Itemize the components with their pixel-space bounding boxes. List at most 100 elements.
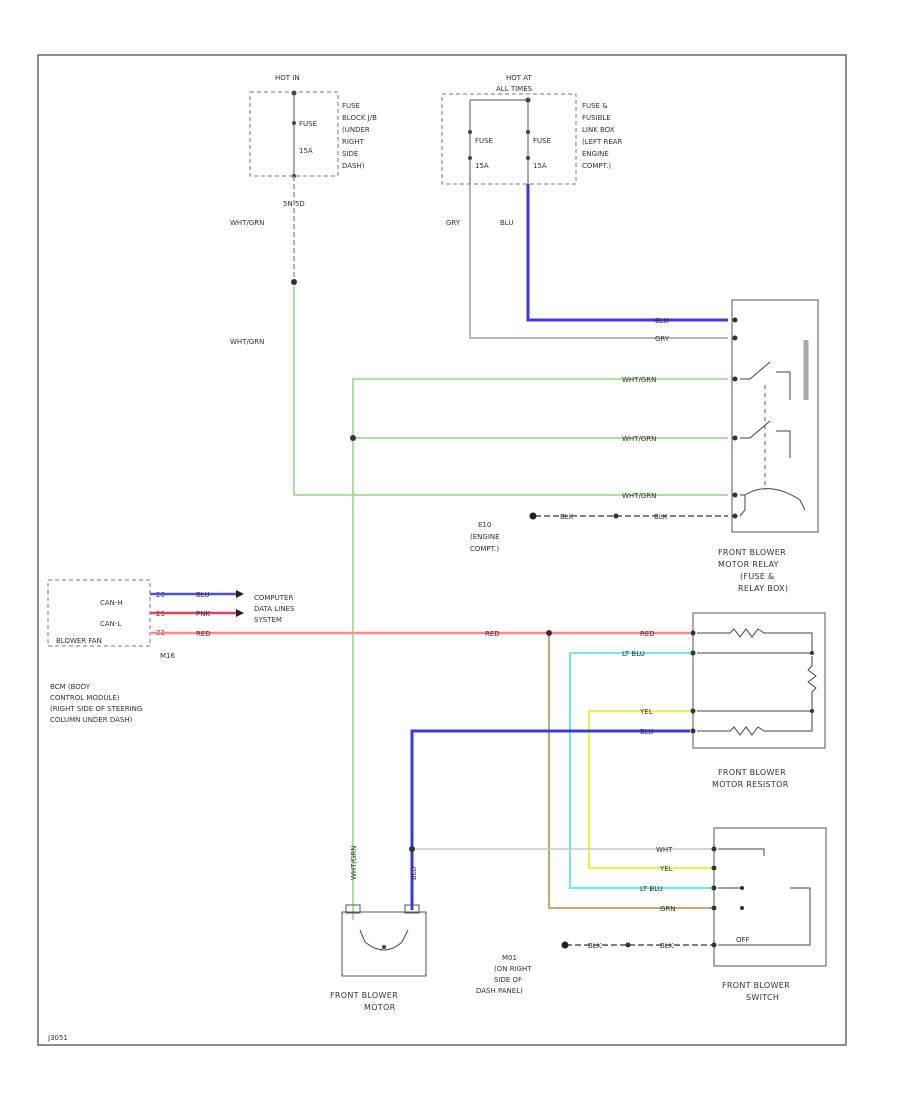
ground-m01-label-4: DASH PANEL) — [476, 987, 523, 995]
fuse-right-location-1: FUSE & — [582, 102, 608, 110]
fuse-left-top-dot — [291, 90, 297, 96]
fuse-left-label: FUSE — [299, 120, 317, 128]
wire-lt-blu — [569, 652, 712, 889]
fuse-block-right-outline — [441, 93, 577, 185]
switch-caption-2: SWITCH — [746, 993, 779, 1002]
bcm-pin-blower: BLOWER FAN — [56, 637, 102, 645]
splice-wht-grn-mid — [350, 435, 356, 441]
wire-grn-label-switch: GRN — [660, 905, 676, 913]
fuse-left-location-6: DASH) — [342, 162, 365, 170]
bcm-caption-1: BCM (BODY — [50, 683, 91, 691]
fuse-right-location-4: (LEFT REAR — [582, 138, 623, 146]
splice-wht — [409, 846, 415, 852]
wire-gry — [469, 184, 728, 339]
relay-caption-2: MOTOR RELAY — [718, 560, 779, 569]
motor-symbol — [359, 929, 409, 951]
blower-motor-resistor — [690, 612, 826, 749]
switch-pin-yel — [711, 865, 717, 871]
relay-pin-1 — [732, 317, 738, 323]
wire-blk-label-e10: BLK — [560, 513, 574, 521]
resistor-element-1 — [697, 628, 813, 653]
wire-red-label-mid: RED — [485, 630, 500, 638]
wire-blu-label-relay: BLU — [655, 317, 668, 325]
wire-blu-motor — [410, 729, 690, 910]
switch-pin-ltblu — [711, 885, 717, 891]
resistor-element-3 — [697, 711, 813, 736]
resistor-pin-ltblu — [690, 650, 696, 656]
splice-e10 — [613, 513, 619, 519]
wire-gry-label-top: GRY — [446, 219, 461, 227]
switch-caption-1: FRONT BLOWER — [722, 981, 790, 990]
bcm-module: CAN-H CAN-L BLOWER FAN 28 29 32 M16 — [47, 579, 175, 660]
switch-contact-dot-2 — [740, 906, 744, 910]
fuse-right-bus-dot — [525, 97, 531, 103]
wire-wht-grn-label-5: WHT/GRN — [622, 492, 656, 500]
wire-wht-grn-relay-coil — [293, 286, 728, 496]
wire-wht-label-switch: WHT — [656, 846, 673, 854]
wire-yel-label-resistor: YEL — [639, 708, 653, 716]
fuse-left-amps: 15A — [299, 147, 313, 155]
wire-pnk-label-canl: PNK — [196, 610, 210, 618]
resistor-pin-blu — [690, 728, 696, 734]
fuse-left-mid-dot — [292, 121, 296, 125]
relay-pin-4 — [732, 435, 738, 441]
ground-m01-label-3: SIDE OF — [494, 976, 522, 984]
fuse-block-left: HOT IN FUSE 15A FUSE BLOCK J/B (UNDER RI… — [249, 74, 377, 208]
ground-m01-label-2: (ON RIGHT — [494, 965, 532, 973]
hot-at-label-2: ALL TIMES — [496, 85, 533, 93]
wire-yel-label-switch: YEL — [659, 865, 673, 873]
relay-switch-2 — [740, 420, 771, 439]
fuse-left-location-5: SIDE — [342, 150, 358, 158]
relay-pin-3 — [732, 376, 738, 382]
blower-motor-relay — [731, 299, 819, 533]
bcm-pin-can-l: CAN-L — [100, 620, 121, 628]
arrow-can-l — [236, 609, 244, 617]
fuse-right-2-dot-a — [526, 130, 530, 134]
ground-m01-symbol — [561, 941, 569, 949]
ground-e10-symbol — [529, 512, 537, 520]
wire-gry-label-relay: GRY — [655, 335, 670, 343]
fuse-left-location-4: RIGHT — [342, 138, 365, 146]
splice-red — [546, 630, 552, 636]
fuse-right-1-amps: 15A — [475, 162, 489, 170]
wire-wht-grn-out-1 — [352, 378, 728, 920]
resistor-element-2 — [807, 656, 817, 711]
resistor-caption-2: MOTOR RESISTOR — [712, 780, 789, 789]
relay-switch-2-contact — [776, 430, 791, 458]
motor-caption-2: MOTOR — [364, 1003, 396, 1012]
fuse-right-location-2: FUSIBLE — [582, 114, 611, 122]
fuse-right-1-label: FUSE — [475, 137, 493, 145]
fuse-right-1-dot-b — [468, 156, 472, 160]
wire-blk-label-m01: BLK — [588, 942, 602, 950]
resistor-pin-red — [690, 630, 696, 636]
motor-outline — [341, 911, 427, 977]
wire-blu-label-resistor: BLU — [640, 728, 653, 736]
resistor-node-2 — [810, 709, 814, 713]
ground-e10-label-3: COMPT.) — [470, 545, 499, 553]
arrow-can-h — [236, 590, 244, 598]
fuse-left-location-1: FUSE — [342, 102, 360, 110]
relay-coil — [739, 488, 806, 517]
motor-symbol-center — [382, 945, 386, 949]
switch-off-label: OFF — [736, 936, 750, 944]
fuse-right-location-6: COMPT.) — [582, 162, 611, 170]
fuse-right-location-3: LINK BOX — [582, 126, 615, 134]
blower-switch: OFF — [711, 827, 827, 967]
motor-pin-1 — [345, 904, 361, 914]
relay-switch-1-contact — [776, 371, 791, 400]
bcm-caption-3: (RIGHT SIDE OF STEERING — [50, 705, 142, 713]
relay-caption-4: RELAY BOX) — [738, 584, 788, 593]
resistor-node-1 — [810, 651, 814, 655]
bcm-pin-can-h: CAN-H — [100, 599, 123, 607]
splice-wht-grn-top — [291, 279, 297, 285]
data-lines-label-2: DATA LINES — [254, 605, 295, 613]
wire-blk-label-e10-2: BLK — [654, 513, 668, 521]
switch-pin-blk — [711, 942, 717, 948]
ground-m01-label-1: M01 — [502, 954, 517, 962]
switch-contact-dot-1 — [740, 886, 744, 890]
switch-pin-wht — [711, 846, 717, 852]
wire-lt-blu-label-resistor: LT BLU — [622, 650, 645, 658]
data-lines-label-3: SYSTEM — [254, 616, 282, 624]
fuse-right-2-label: FUSE — [533, 137, 551, 145]
diagram-frame — [37, 54, 847, 1046]
